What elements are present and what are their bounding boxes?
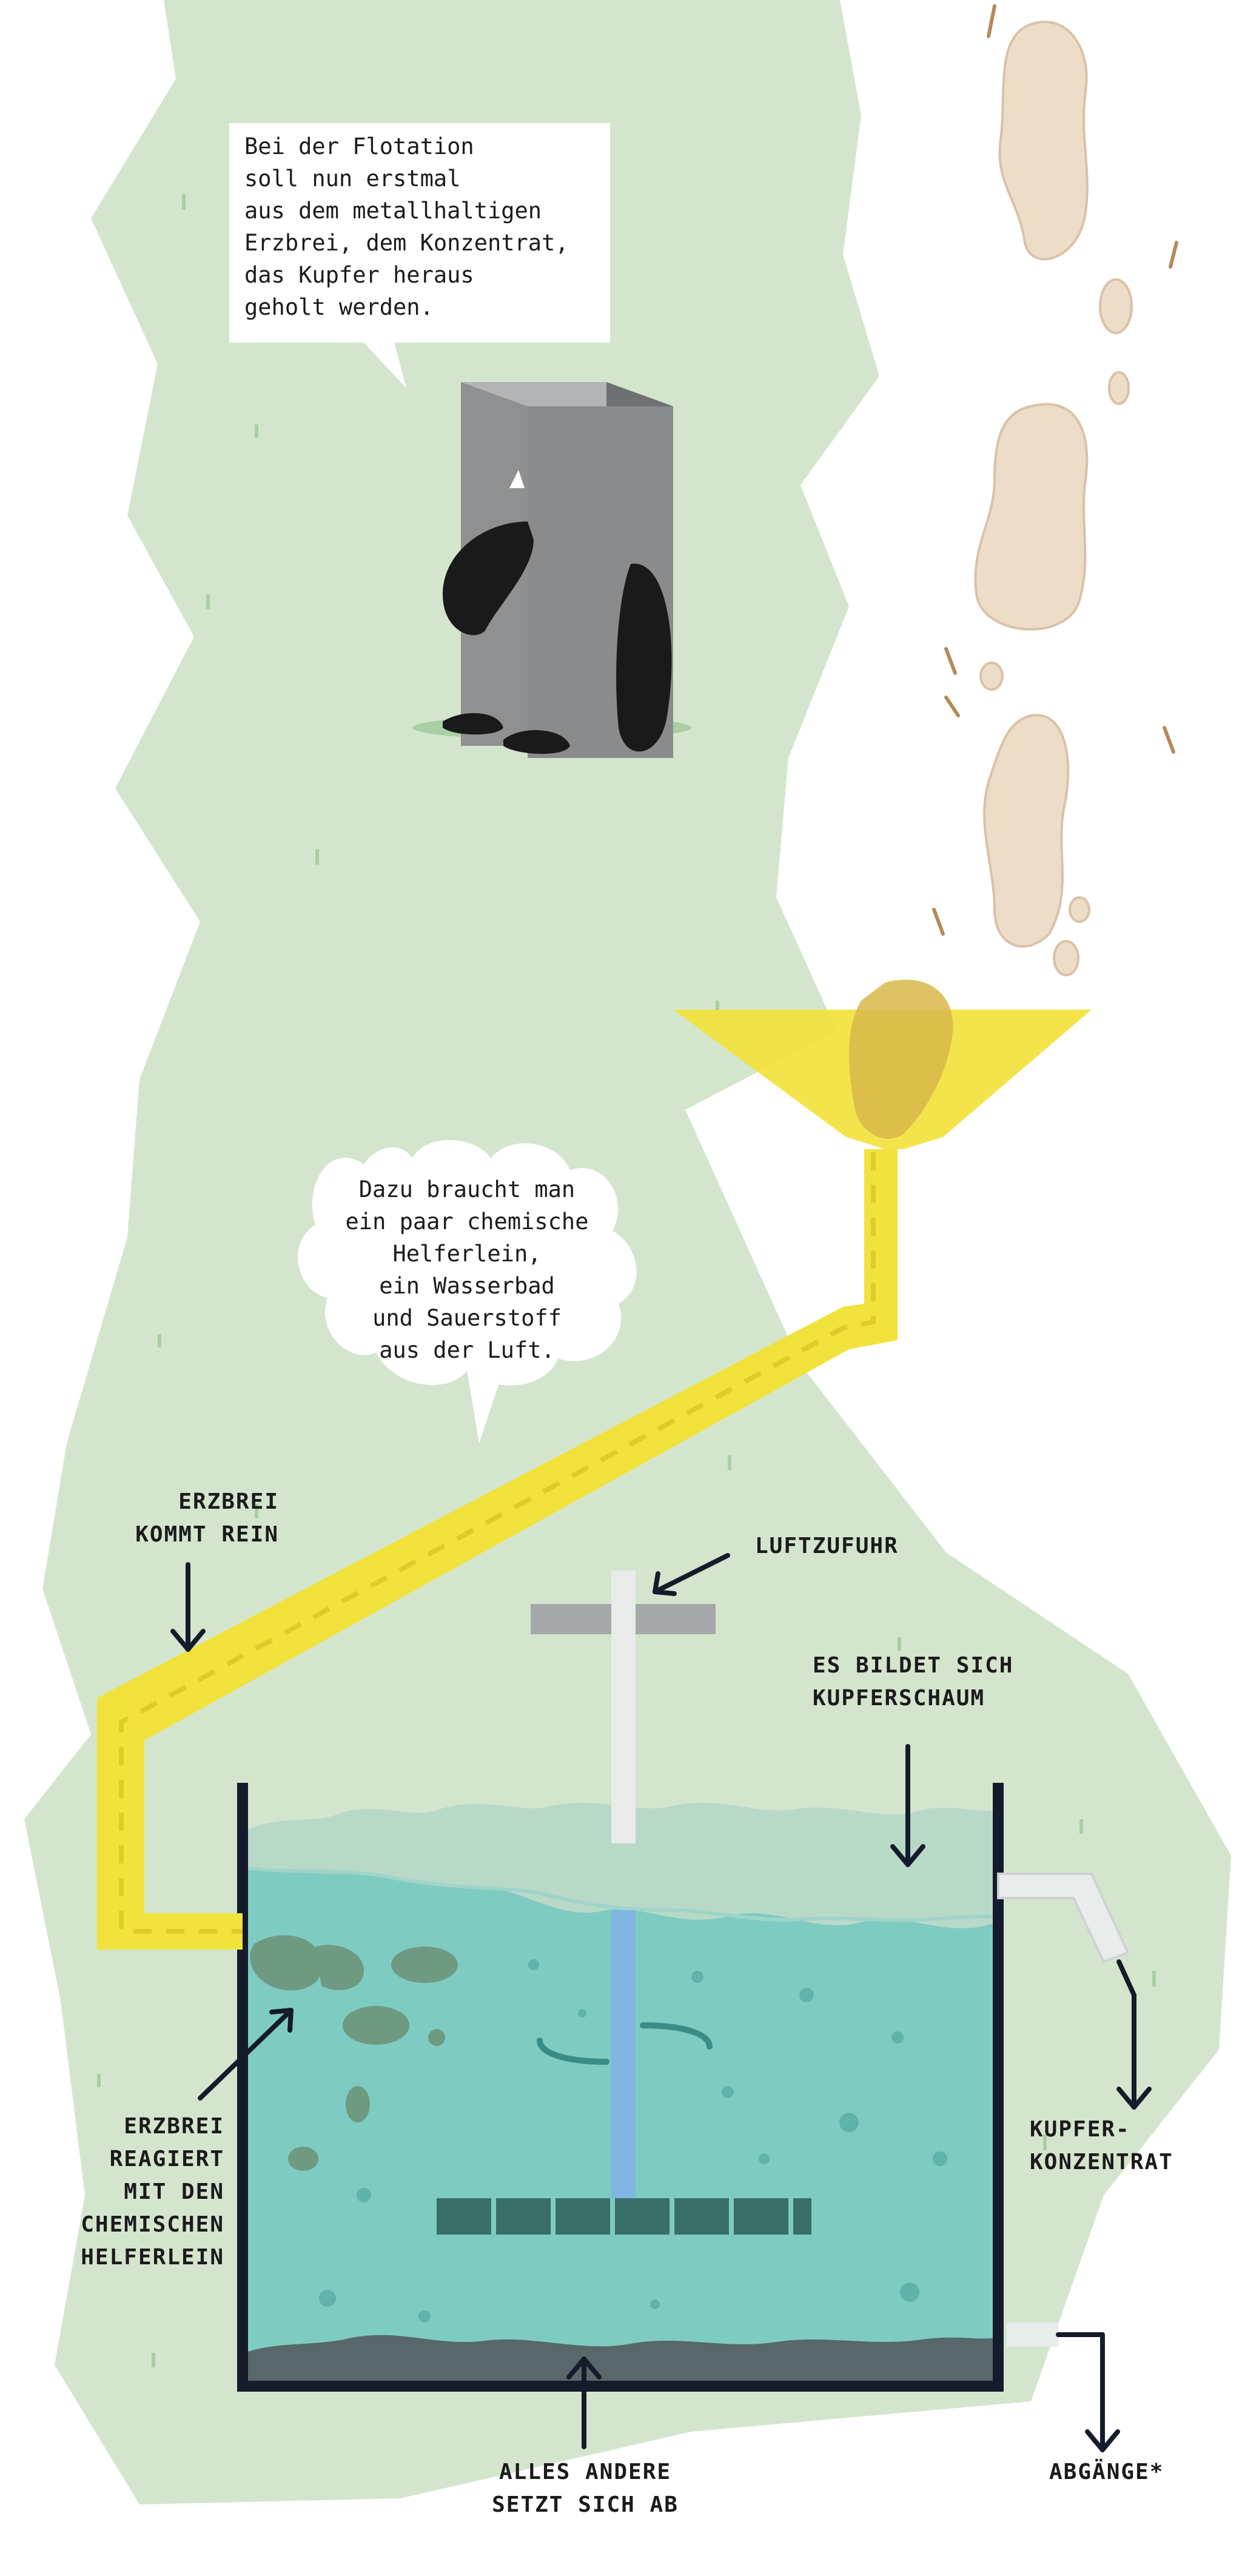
ore-in-funnel [849,979,953,1139]
arrow-abgaenge-icon [1056,2332,1120,2452]
rock-foot-left [443,713,503,735]
ore-blob-small-3 [979,662,1004,691]
submerged-ore-blobs [250,1935,458,2171]
stirrer-impeller [437,2198,811,2235]
stirrer-shaft-upper [611,1571,636,1843]
speech-bubble-1-shape [229,123,610,388]
arrow-kupferschaum-icon [890,1744,925,1867]
concentrate-outlet-pipe [997,1873,1130,1964]
funnel-and-pipe [97,979,1092,1950]
annotation-arrows [170,1553,1152,2452]
ore-blob-small-5 [1053,940,1079,976]
label-erzbrei-kommt-rein: ERZBREI KOMMT REIN [135,1489,279,1547]
label-alles-andere: ALLES ANDERE SETZT SICH AB [492,2460,679,2517]
ore-blob-small-1 [1099,278,1133,334]
ore-blob-large-1 [998,21,1089,261]
rock-character [412,382,691,758]
rock-foot-right [503,730,570,754]
label-erzbrei-reagiert: ERZBREI REAGIERT MIT DEN CHEMISCHEN HELF… [81,2114,224,2270]
flotation-tank [237,1571,1130,2392]
rock-nose [509,470,525,488]
water-bubbles [319,1959,947,2323]
label-kupfer-konzentrat: KUPFER- KONZENTRAT [1030,2117,1173,2175]
rock-arm-left [443,522,534,636]
tailings-outlet-pipe [1007,2323,1058,2347]
rotation-arrows-icon [537,2022,713,2065]
arrow-luftzufuhr-icon [653,1553,730,1596]
ore-blob-small-2 [1108,371,1130,405]
speech-bubble-2-shape [298,1140,637,1443]
arrow-erzbrei-reagiert-icon [198,2008,294,2101]
ore-blob-small-4 [1069,896,1090,923]
falling-ore-blobs [974,21,1133,976]
ore-blob-large-3 [983,714,1070,948]
arrow-erzbrei-in-icon [170,1562,206,1652]
rock-arm-right [616,563,672,752]
water-surface [244,1866,997,1922]
label-luftzufuhr: LUFTZUFUHR [755,1534,899,1558]
tank-outline [237,1783,1004,2392]
label-abgaenge: ABGÄNGE* [1049,2460,1164,2484]
arrow-alles-andere-icon [566,2356,602,2449]
stirrer-shaft-lower [611,1910,636,2198]
copper-foam [244,1802,996,1928]
motion-dashes [932,4,1178,936]
sediment-layer [244,2335,996,2383]
ore-blob-large-2 [974,403,1089,631]
speech-bubble-2-text: Dazu braucht man ein paar chemische Helf… [345,1176,589,1363]
label-kupferschaum: ES BILDET SICH KUPFERSCHAUM [813,1653,1014,1711]
arrow-kupferkonzentrat-icon [1116,1959,1152,2110]
speech-bubble-1-text: Bei der Flotation soll nun erstmal aus d… [244,133,569,320]
